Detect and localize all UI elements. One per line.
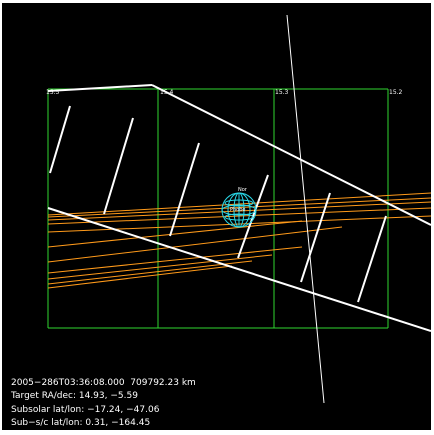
orbit-track: [47, 226, 343, 263]
ra-tick-label: 15.2: [389, 89, 403, 96]
orbit-track: [47, 254, 273, 280]
boresight-line: [286, 14, 325, 404]
orbit-track: [47, 265, 233, 289]
orbit-track: [47, 260, 253, 285]
fov-frame-divider: [103, 117, 134, 215]
target-globe-icon[interactable]: [221, 192, 257, 228]
ra-tick-label: 15.5: [46, 89, 60, 96]
target-body-label: Phobe: [230, 207, 246, 213]
fov-bottom-edge: [47, 207, 431, 332]
fov-frame-divider: [169, 142, 200, 237]
sub-spacecraft-readout: Sub−s/c lat/lon: 0.31, −164.45: [11, 417, 151, 428]
ra-tick-label: 15.3: [275, 89, 289, 96]
sky-plot: 15.5 15.4 15.3 15.2: [46, 14, 431, 404]
subsolar-readout: Subsolar lat/lon: −17.24, −47.06: [11, 404, 160, 415]
sky-viewport[interactable]: 15.5 15.4 15.3 15.2: [2, 3, 431, 430]
target-radec-readout: Target RA/dec: 14.93, −5.59: [11, 391, 138, 402]
time-range-readout: 2005−286T03:36:08.000 709792.23 km: [11, 378, 196, 388]
fov-frame-divider: [49, 105, 71, 174]
observation-info-panel: 2005−286T03:36:08.000 709792.23 km Targe…: [11, 377, 196, 430]
fov-top-edge: [47, 84, 153, 92]
orbit-track: [47, 246, 303, 274]
coordinate-grid: [47, 88, 389, 329]
fov-top-edge: [151, 84, 431, 226]
orbit-track: [47, 220, 303, 248]
fov-frame-divider: [300, 192, 331, 283]
north-pole-label: Nor: [238, 187, 248, 193]
fov-frame-divider: [357, 215, 387, 303]
fov-footprint: [47, 84, 431, 332]
